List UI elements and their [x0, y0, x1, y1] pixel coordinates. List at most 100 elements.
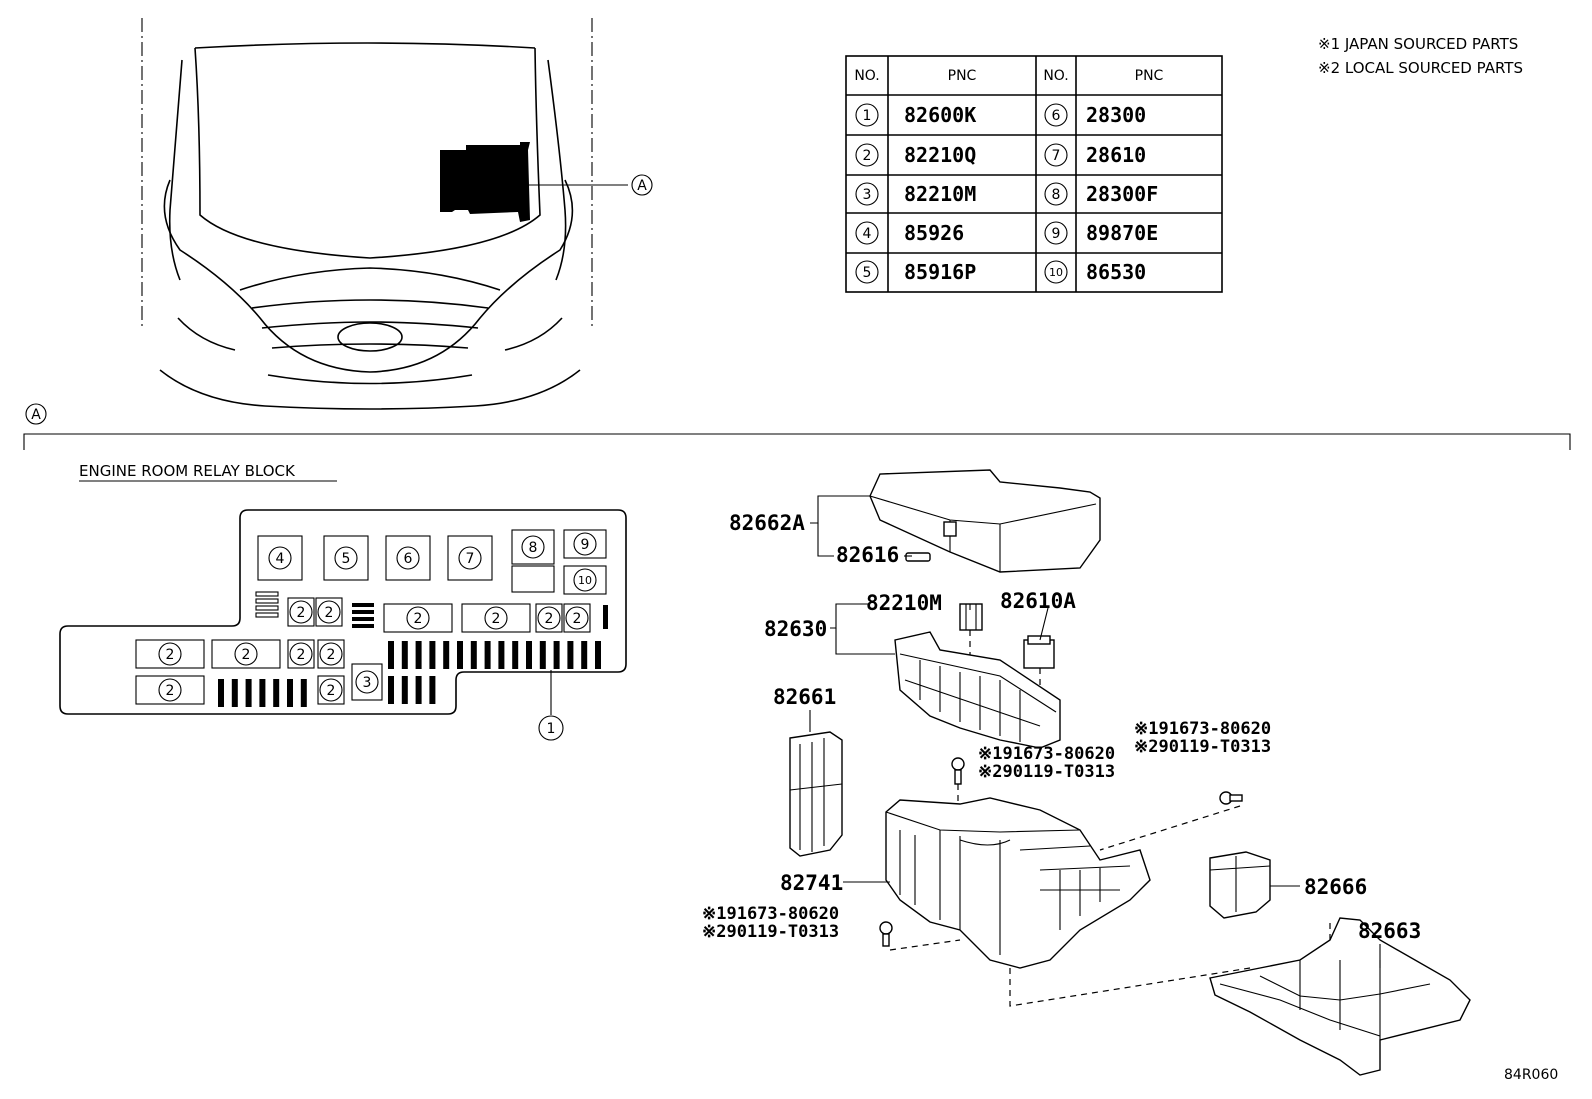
fuse	[218, 679, 224, 707]
number-circle	[855, 143, 879, 167]
fuse	[388, 676, 394, 704]
bolt-left-line-1: ※191673-80620	[702, 904, 839, 924]
fuse	[300, 679, 307, 707]
table-header-no-1: NO.	[854, 68, 879, 84]
relay-left-1-number: 2	[158, 642, 182, 666]
relay-left-4	[317, 639, 345, 669]
part-number-82210m: 82210M	[866, 591, 942, 615]
number-circle	[355, 670, 379, 694]
bolt-mid-line-2: ※290119-T0313	[978, 762, 1115, 782]
relay-number-6: 6	[396, 546, 420, 570]
table-no-4: 4	[855, 221, 879, 245]
relay-fuses	[218, 591, 608, 707]
fuse	[567, 641, 574, 669]
section-a-circle	[25, 403, 47, 425]
number-circle	[158, 642, 182, 666]
part-number-82630: 82630	[764, 617, 827, 641]
relay-block-title: ENGINE ROOM RELAY BLOCK	[79, 462, 296, 480]
number-label: 9	[581, 537, 590, 553]
table-no-8: 8	[1044, 182, 1068, 206]
fuse	[401, 641, 408, 669]
fuse	[352, 617, 374, 621]
relay-bottom-1-number: 2	[158, 678, 182, 702]
relay-block-outline	[59, 509, 627, 715]
relay-number-10: 10	[573, 568, 597, 592]
number-label: 2	[573, 611, 582, 627]
fuse-small	[255, 612, 279, 618]
fuse	[512, 641, 519, 669]
callout-a-circle	[631, 174, 653, 196]
part-number-82666: 82666	[1304, 875, 1367, 899]
number-circle	[458, 546, 482, 570]
table-header-pnc-2: PNC	[1135, 68, 1164, 84]
fuse	[401, 676, 408, 704]
table-pnc-4: 85926	[904, 221, 964, 245]
relay-mid-2	[315, 597, 343, 627]
fuse	[553, 641, 560, 669]
relay-pointer-circle	[538, 715, 564, 741]
fuse-small	[255, 605, 279, 611]
fuse	[484, 641, 491, 669]
number-circle	[319, 642, 343, 666]
number-label: 2	[327, 683, 336, 699]
fuse	[457, 641, 463, 669]
relay-socket-10	[563, 565, 607, 595]
number-circle	[1044, 221, 1068, 245]
part-number-82661: 82661	[773, 685, 836, 709]
relay-socket-7	[447, 535, 493, 581]
bolt-mid-line-1: ※191673-80620	[978, 744, 1115, 764]
number-label: 2	[325, 605, 334, 621]
number-label: 1	[863, 108, 872, 124]
number-circle	[855, 182, 879, 206]
relay-mid-6-number: 2	[565, 606, 589, 630]
table-pnc-2: 82210Q	[904, 143, 976, 167]
fuse	[470, 641, 477, 669]
table-no-5: 5	[855, 260, 879, 284]
part-number-82616: 82616	[836, 543, 899, 567]
number-circle	[334, 546, 358, 570]
relay-number-9: 9	[573, 532, 597, 556]
relay-mid-5	[535, 603, 563, 633]
part-number-82610a: 82610A	[1000, 589, 1076, 613]
fuse	[273, 679, 280, 707]
number-label: 2	[863, 148, 872, 164]
fuse	[429, 676, 436, 704]
fuse	[352, 603, 374, 607]
relay-mid-5-number: 2	[537, 606, 561, 630]
table-pnc-3: 82210M	[904, 182, 976, 206]
table-header-no-2: NO.	[1043, 68, 1068, 84]
table-no-1: 1	[855, 103, 879, 127]
number-circle	[1044, 143, 1068, 167]
number-label: 2	[166, 647, 175, 663]
number-circle	[484, 606, 508, 630]
fuse	[526, 641, 532, 669]
relay-socket-9	[563, 529, 607, 559]
number-circle	[537, 606, 561, 630]
number-label: 2	[166, 683, 175, 699]
relay-left-3-number: 2	[289, 642, 313, 666]
table-no-7: 7	[1044, 143, 1068, 167]
fuse	[231, 679, 238, 707]
number-label: 6	[404, 551, 413, 567]
relay-left-2-number: 2	[234, 642, 258, 666]
table-no-2: 2	[855, 143, 879, 167]
number-label: 2	[242, 647, 251, 663]
section-a-bracket	[23, 433, 1571, 450]
fuse	[388, 641, 394, 669]
number-label: 2	[545, 611, 554, 627]
number-label: 2	[297, 647, 306, 663]
number-label: 3	[863, 187, 872, 203]
fuse	[352, 624, 374, 628]
number-label: 10	[1049, 266, 1063, 279]
number-circle	[1044, 103, 1068, 127]
table-pnc-9: 89870E	[1086, 221, 1158, 245]
number-circle	[319, 678, 343, 702]
number-circle	[855, 103, 879, 127]
relay-bottom-1	[135, 675, 205, 705]
relay-bottom-2-number: 2	[319, 678, 343, 702]
number-circle	[268, 546, 292, 570]
note-japan-sourced: ※1 JAPAN SOURCED PARTS	[1318, 35, 1518, 53]
number-circle	[317, 600, 341, 624]
